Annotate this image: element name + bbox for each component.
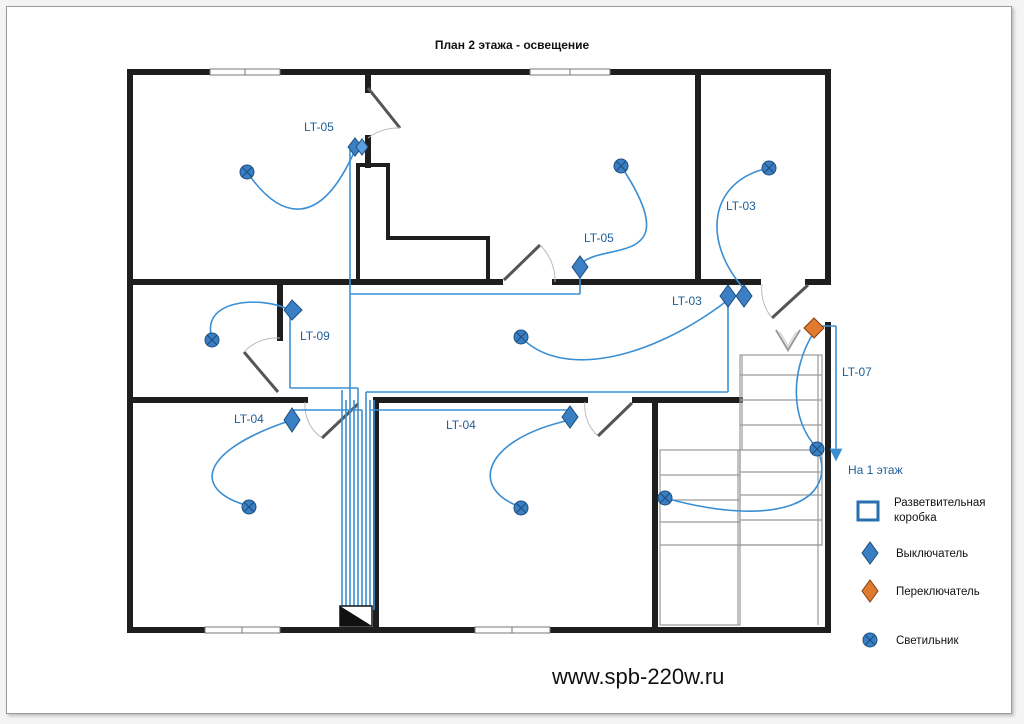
walls [127, 69, 831, 633]
lamp-icon [204, 332, 220, 348]
switch-icon [283, 407, 301, 433]
legend: Разветвительная коробка Выключатель Пере… [856, 497, 985, 648]
lamp-icon [513, 500, 529, 516]
distribution-panel-icon [339, 605, 373, 627]
lamp-icon [513, 329, 529, 345]
label-downstairs: На 1 этаж [848, 463, 903, 477]
label-lt05-mid: LT-05 [584, 231, 614, 245]
lamp-icon [862, 632, 878, 648]
switch-icon [861, 541, 879, 565]
legend-changeover-switch: Переключатель [896, 586, 980, 598]
legend-switch: Выключатель [896, 548, 968, 560]
label-lt05-top: LT-05 [304, 120, 334, 134]
label-lt09: LT-09 [300, 329, 330, 343]
switch-icon [571, 255, 589, 279]
label-lt04-mid: LT-04 [446, 418, 476, 432]
changeover-switch-icon [861, 579, 879, 603]
lamp-icon [241, 499, 257, 515]
legend-junction-box-line2: коробка [894, 512, 937, 524]
legend-junction-box-line1: Разветвительная [894, 497, 985, 509]
lamp-icon [761, 160, 777, 176]
wiring [209, 149, 843, 610]
lamp-icon [613, 158, 629, 174]
switches [283, 137, 825, 433]
switch-icon [561, 405, 579, 429]
lamp-icon [239, 164, 255, 180]
plan-title: План 2 этажа - освещение [434, 38, 590, 52]
changeover-switch-icon [803, 317, 825, 339]
label-lt07: LT-07 [842, 365, 872, 379]
label-lt04-left: LT-04 [234, 412, 264, 426]
switch-icon [355, 138, 369, 156]
switch-icon [735, 284, 753, 308]
windows [204, 68, 611, 634]
staircase [659, 329, 823, 626]
label-lt03-mid: LT-03 [672, 294, 702, 308]
lamp-icon [809, 441, 825, 457]
lamps [204, 158, 825, 516]
lamp-icon [657, 490, 673, 506]
junction-box-icon [856, 500, 880, 522]
drawing-sheet [6, 6, 1012, 714]
legend-lamp: Светильник [896, 635, 959, 647]
website-url: www.spb-220w.ru [552, 664, 725, 689]
doors [242, 87, 810, 440]
switch-icon [283, 299, 303, 321]
label-lt03-right: LT-03 [726, 199, 756, 213]
